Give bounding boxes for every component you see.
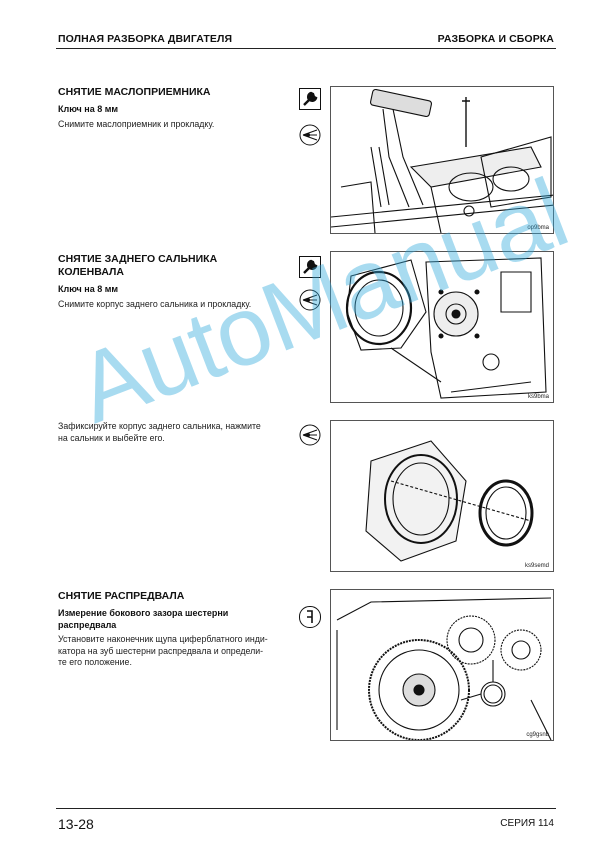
measure-icon bbox=[299, 606, 321, 628]
section-oil-pickup: СНЯТИЕ МАСЛОПРИЕМНИКА Ключ на 8 мм Сними… bbox=[58, 86, 290, 130]
wrench-icon bbox=[299, 256, 321, 278]
header-chapter-title: РАЗБОРКА И СБОРКА bbox=[437, 33, 554, 45]
figure-code: cg9gsnb bbox=[526, 732, 549, 738]
figure-code: op9bma bbox=[527, 225, 549, 231]
subtitle-line1: Измерение бокового зазора шестерни bbox=[58, 608, 229, 618]
section-camshaft: СНЯТИЕ РАСПРЕДВАЛА Измерение бокового за… bbox=[58, 590, 296, 669]
figure-camshaft: cg9gsnb bbox=[330, 589, 554, 741]
tool-spec: Ключ на 8 мм bbox=[58, 284, 119, 294]
figure-code: ks9semd bbox=[524, 563, 549, 569]
figure-seal-removal: ks9semd bbox=[330, 420, 554, 572]
section-title: СНЯТИЕ МАСЛОПРИЕМНИКА bbox=[58, 86, 211, 98]
instruction-text-line1: Установите наконечник щупа циферблатного… bbox=[58, 634, 268, 644]
section-title-line2: КОЛЕНВАЛА bbox=[58, 266, 124, 278]
page-number: 13-28 bbox=[58, 816, 94, 832]
instruction-text-line1: Зафиксируйте корпус заднего сальника, на… bbox=[58, 421, 261, 431]
header-section-title: ПОЛНАЯ РАЗБОРКА ДВИГАТЕЛЯ bbox=[58, 33, 233, 45]
section-rear-seal: СНЯТИЕ ЗАДНЕГО САЛЬНИКА КОЛЕНВАЛА Ключ н… bbox=[58, 253, 290, 310]
instruction-text: Снимите корпус заднего сальника и прокла… bbox=[58, 298, 252, 309]
tool-spec: Ключ на 8 мм bbox=[58, 104, 119, 114]
instruction-text-line2: на сальник и выбейте его. bbox=[58, 432, 165, 443]
subtitle-line2: распредвала bbox=[58, 619, 117, 630]
instruction-text-line2: катора на зуб шестерни распредвала и опр… bbox=[58, 645, 264, 656]
figure-oil-pickup: op9bma bbox=[330, 86, 554, 234]
figure-code: ks9bma bbox=[527, 394, 549, 400]
view-eye-icon bbox=[299, 289, 321, 311]
header-rule bbox=[56, 48, 556, 49]
section-title-line1: СНЯТИЕ ЗАДНЕГО САЛЬНИКА bbox=[58, 253, 218, 265]
instruction-text: Снимите маслоприемник и прокладку. bbox=[58, 118, 215, 129]
instruction-text-line3: те его положение. bbox=[58, 657, 132, 667]
wrench-icon bbox=[299, 88, 321, 110]
section-title: СНЯТИЕ РАСПРЕДВАЛА bbox=[58, 590, 185, 602]
view-eye-icon bbox=[299, 124, 321, 146]
figure-rear-seal: ks9bma bbox=[330, 251, 554, 403]
view-eye-icon bbox=[299, 424, 321, 446]
series-label: СЕРИЯ 114 bbox=[500, 818, 554, 829]
footer-rule bbox=[56, 808, 556, 809]
section-seal-removal: Зафиксируйте корпус заднего сальника, на… bbox=[58, 421, 294, 444]
